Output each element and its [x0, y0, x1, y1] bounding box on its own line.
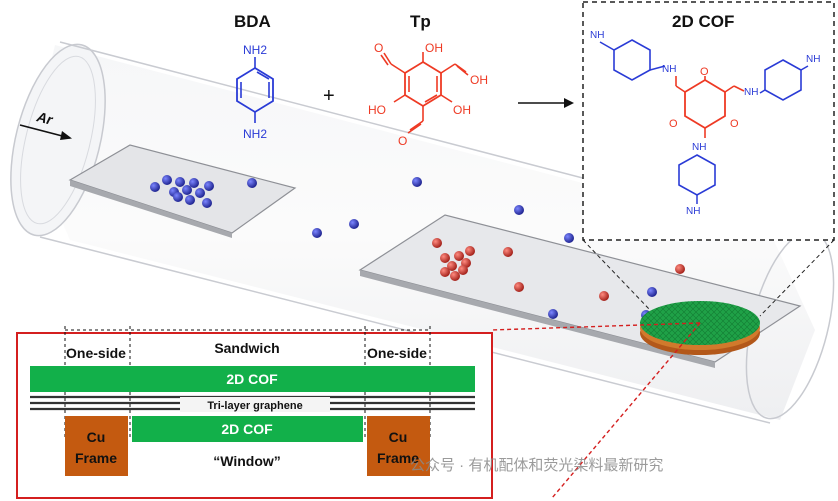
bda-particle [182, 185, 192, 195]
gas-flow: Ar [19, 108, 72, 140]
tp-particle [599, 291, 609, 301]
tp-ho-left: HO [368, 103, 386, 117]
watermark-text: 公众号 · 有机配体和荧光染料最新研究 [410, 457, 663, 474]
graphene-label: Tri-layer graphene [207, 400, 302, 412]
tp-particle [440, 267, 450, 277]
bda-particle [514, 205, 524, 215]
cof-wafer [491, 301, 760, 499]
bda-molecule: BDA NH2 NH2 [234, 12, 274, 141]
cof-nh-5: NH [806, 54, 820, 65]
tp-particle [447, 261, 457, 271]
cu-frame-right [367, 416, 430, 476]
tp-particle [432, 238, 442, 248]
tp-particle [458, 265, 468, 275]
bda-particle [247, 178, 257, 188]
bda-particle [548, 309, 558, 319]
tp-particles [432, 238, 685, 301]
bda-amine-top: NH2 [243, 43, 267, 57]
tp-particle [440, 253, 450, 263]
tp-label: Tp [410, 12, 431, 31]
region-sandwich: Sandwich [214, 340, 279, 356]
cof-o-left: O [669, 118, 678, 130]
tp-benzene-ring [404, 60, 442, 108]
tp-particle [503, 247, 513, 257]
bda-particle [412, 177, 422, 187]
tp-particle [675, 264, 685, 274]
tp-o-left: O [374, 41, 383, 55]
bda-particle [349, 219, 359, 229]
bda-label: BDA [234, 12, 271, 31]
region-one-side-right: One-side [367, 345, 427, 361]
cof-title: 2D COF [672, 12, 734, 31]
bda-particle [150, 182, 160, 192]
tp-oh-top: OH [425, 41, 443, 55]
tp-molecule: Tp OH OH HO OH O O [368, 12, 488, 148]
cof-bottom-label: 2D COF [221, 421, 273, 437]
tp-oh-right: OH [453, 103, 471, 117]
window-label: “Window” [213, 453, 281, 469]
tp-o-right: OH [470, 73, 488, 87]
cof-o-top: O [700, 66, 709, 78]
bda-particle [189, 178, 199, 188]
cof-nh-3: NH [692, 142, 706, 153]
cof-top-label: 2D COF [226, 371, 278, 387]
bda-particle [202, 198, 212, 208]
cof-bottom-layer [132, 416, 363, 442]
tp-o-bottom: O [398, 134, 407, 148]
tp-particle [514, 282, 524, 292]
bda-particle [175, 177, 185, 187]
cof-nh-4: NH [590, 30, 604, 41]
bda-particle [564, 233, 574, 243]
cu-frame-left [65, 416, 128, 476]
bda-particle [195, 188, 205, 198]
cu-frame-left-label-1: Cu [87, 429, 106, 445]
cu-frame-right-label-1: Cu [389, 429, 408, 445]
cof-nh-1: NH [662, 64, 676, 75]
cu-frame-left-label-2: Frame [75, 450, 117, 466]
bda-particle [185, 195, 195, 205]
cof-o-right: O [730, 118, 739, 130]
gas-label: Ar [34, 108, 55, 128]
bda-particle [162, 175, 172, 185]
bda-particle [647, 287, 657, 297]
tp-particle [450, 271, 460, 281]
tp-particle [465, 246, 475, 256]
region-one-side-left: One-side [66, 345, 126, 361]
bda-particle [312, 228, 322, 238]
reaction-arrow [518, 98, 574, 108]
bda-particle [173, 192, 183, 202]
plus-sign: + [323, 85, 335, 107]
bda-amine-bottom: NH2 [243, 127, 267, 141]
cof-nh-2: NH [744, 87, 758, 98]
cof-structure-panel: 2D COF O O O NH NH NH NH NH NH [582, 1, 835, 317]
cof-nh-6: NH [686, 206, 700, 217]
cu-frame-right-label-2: Frame [377, 450, 419, 466]
tp-particle [454, 251, 464, 261]
membrane-inset: One-side Sandwich One-side 2D COF Tri-la… [16, 326, 493, 499]
bda-particle [204, 181, 214, 191]
cof-top-layer [30, 366, 475, 392]
